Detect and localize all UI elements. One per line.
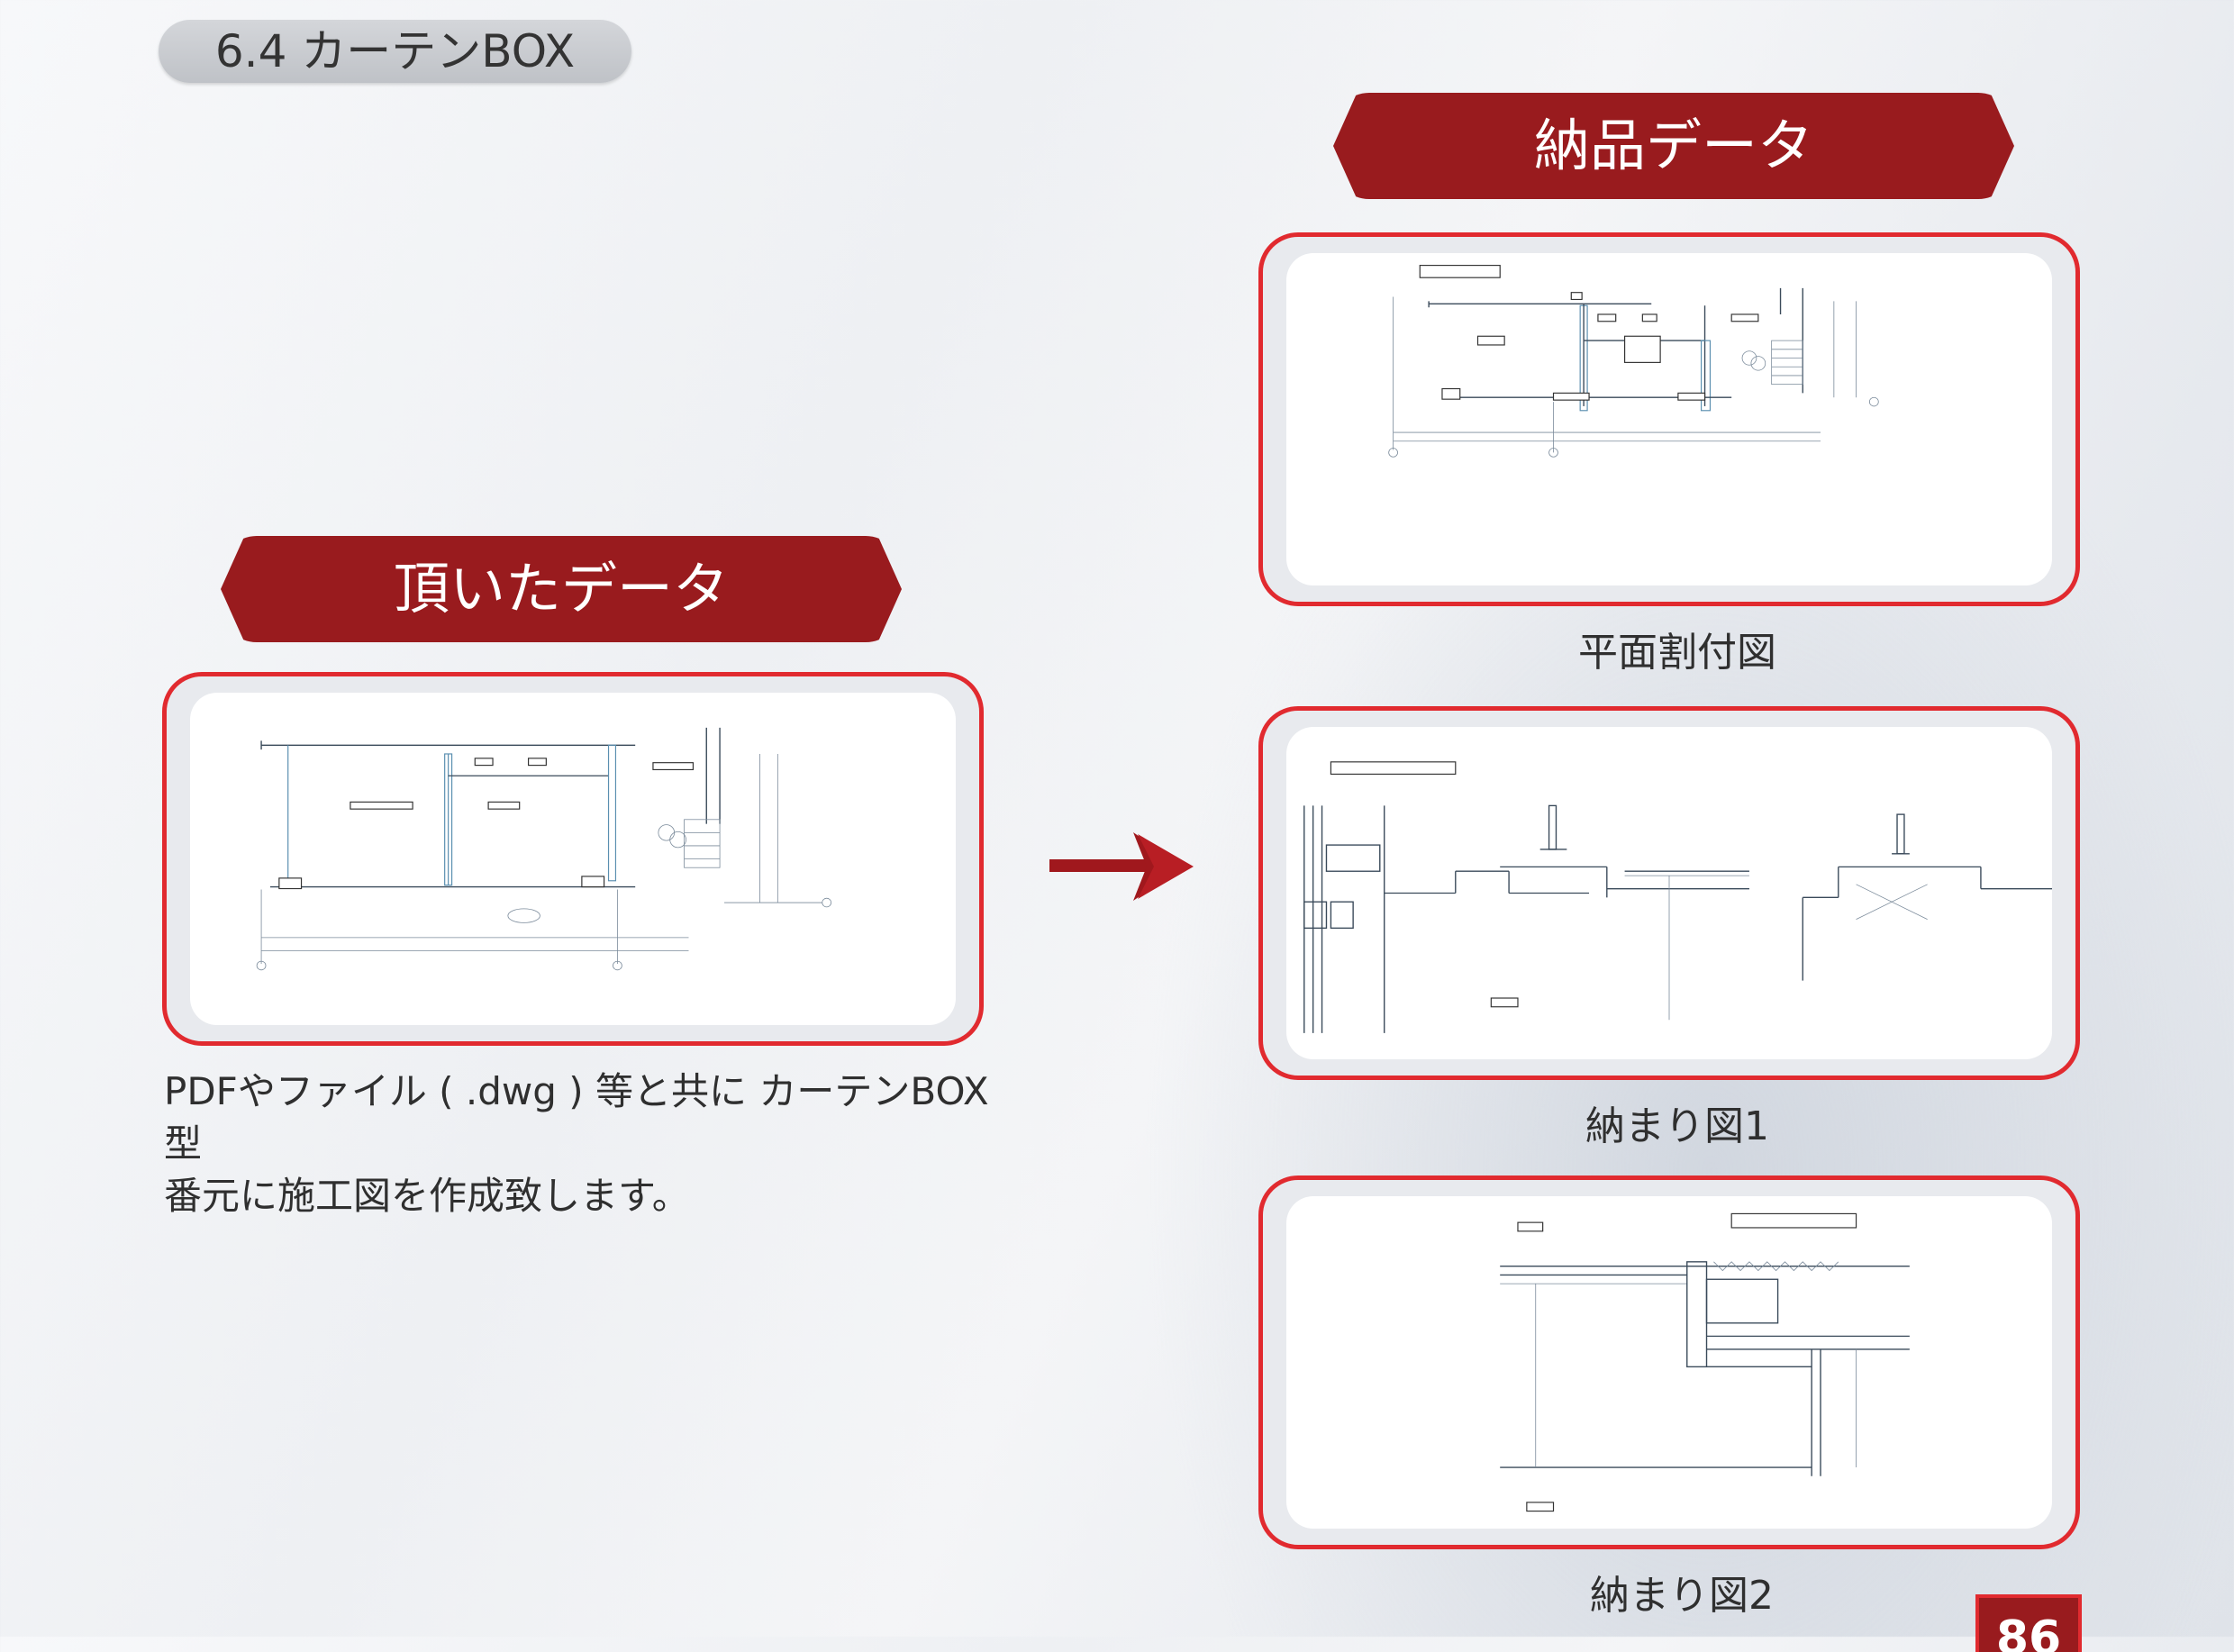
page-number: 86 [1975, 1594, 2082, 1652]
received-data-banner: 頂いたデータ [221, 536, 902, 642]
floor-plan-drawing [1286, 253, 2052, 585]
detail-1-caption: 納まり図1 [1585, 1103, 1769, 1149]
description-line-1: PDFやファイル ( .dwg ) 等と共に カーテンBOX 型 [164, 1069, 989, 1166]
received-data-description: PDFやファイル ( .dwg ) 等と共に カーテンBOX 型 番元に施工図を… [164, 1066, 1011, 1222]
delivered-detail-1-frame [1258, 706, 2080, 1080]
floor-plan-caption: 平面割付図 [1578, 630, 1776, 676]
detail-1-drawing [1286, 727, 2052, 1059]
delivered-floor-plan-frame [1258, 232, 2080, 606]
description-line-2: 番元に施工図を作成致します。 [164, 1174, 690, 1218]
detail-2-caption: 納まり図2 [1590, 1573, 1774, 1619]
section-tag: 6.4 カーテンBOX [159, 20, 631, 83]
delivered-data-banner: 納品データ [1333, 93, 2014, 199]
detail-2-drawing [1286, 1196, 2052, 1529]
received-floor-plan-frame [162, 672, 984, 1046]
arrow-right-icon [1049, 832, 1194, 901]
delivered-detail-2-frame [1258, 1175, 2080, 1549]
received-floor-plan-drawing [190, 693, 956, 1025]
